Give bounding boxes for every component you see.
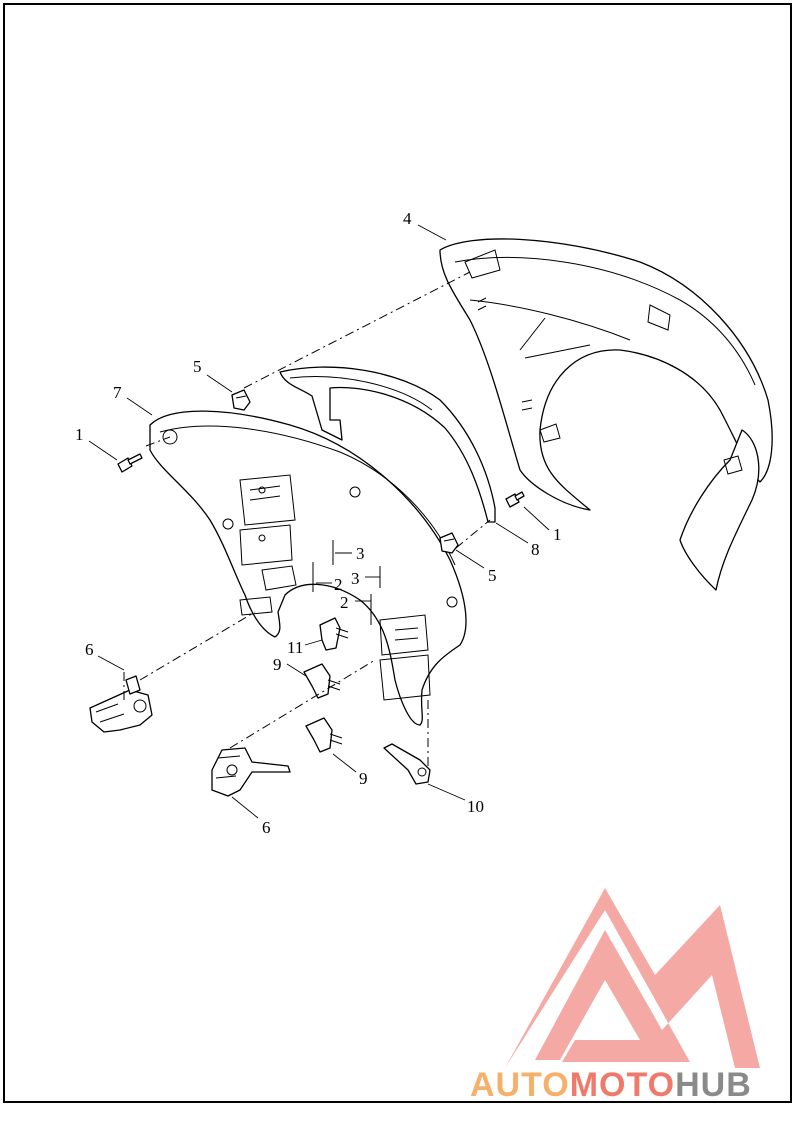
vent-knob-part-9-upper (303, 663, 341, 699)
vent-knob-part-9-lower (305, 717, 343, 753)
outer-fairing-part-4 (439, 238, 773, 591)
leader-lines (88, 224, 550, 819)
vent-lever-part-10 (383, 743, 431, 785)
screw-part-1-left (117, 453, 143, 473)
callout-11: 11 (287, 638, 303, 657)
callout-9-lower: 9 (359, 769, 368, 788)
watermark-hub: HUB (675, 1066, 752, 1104)
callout-10: 10 (467, 797, 484, 816)
assembly-lines (123, 271, 491, 770)
hinge-bracket-part-6-upper (89, 675, 153, 733)
inner-fairing-part-7 (149, 410, 467, 726)
callout-4: 4 (403, 209, 412, 228)
inner-panel-part-8 (279, 366, 496, 523)
watermark-logo (505, 888, 760, 1068)
callout-6-upper: 6 (85, 640, 94, 659)
hinge-bracket-part-6-lower (211, 747, 291, 797)
callout-5-bottom: 5 (488, 566, 497, 585)
callout-3-lower: 3 (351, 569, 360, 588)
callout-9-upper: 9 (273, 655, 282, 674)
callout-2-upper: 2 (334, 575, 343, 594)
clip-part-5-bottom (439, 532, 459, 554)
callout-6-lower: 6 (262, 818, 271, 837)
callout-1-left: 1 (75, 425, 84, 444)
callout-2-lower: 2 (340, 593, 349, 612)
clip-part-5-top (231, 389, 251, 411)
callouts: 4 5 7 1 1 8 5 3 2 3 2 11 6 9 9 6 10 (75, 209, 562, 837)
watermark-text: AUTOMOTOHUB (470, 1066, 752, 1104)
watermark-moto: MOTO (570, 1066, 675, 1104)
watermark-auto: AUTO (470, 1066, 570, 1104)
svg-text:AUTOMOTOHUB: AUTOMOTOHUB (470, 1066, 752, 1104)
callout-7: 7 (113, 383, 122, 402)
callout-3-upper: 3 (356, 544, 365, 563)
diagram-frame (3, 3, 792, 1103)
callout-8: 8 (531, 540, 540, 559)
callout-1-right: 1 (553, 525, 562, 544)
screw-part-1-right (505, 491, 525, 508)
vent-knob-part-11 (319, 617, 349, 651)
callout-5-top: 5 (193, 357, 202, 376)
